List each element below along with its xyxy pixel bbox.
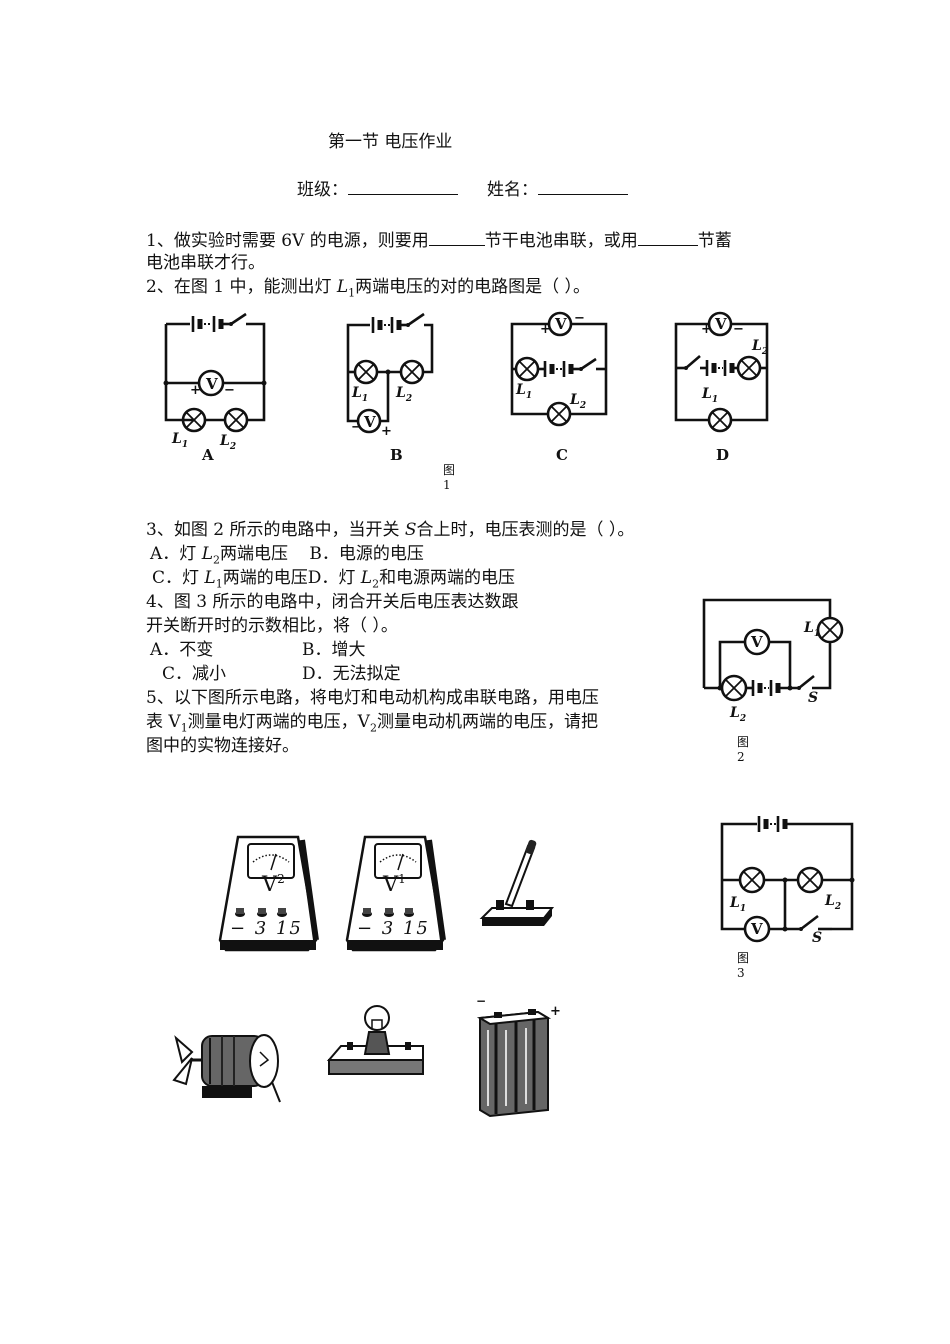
q3-option-c[interactable]: C．灯 L1两端的电压 [152,568,308,591]
q1-blank-2[interactable] [637,227,698,246]
q4-option-d[interactable]: D．无法拟定 [302,664,401,684]
q4-option-b[interactable]: B．增大 [302,640,366,660]
v1-scale: − 3 15 [357,918,430,939]
question-5: 5、以下图所示电路，将电灯和电动机构成串联电路，用电压 [146,688,599,708]
plus-a: + [190,383,201,398]
minus-b: − [351,420,362,435]
q3-option-a[interactable]: A．灯 L2两端电压 [150,544,288,567]
bulb-on-base-icon[interactable] [326,998,427,1083]
label-l2-c: L2 [570,392,587,411]
name-label: 姓名： [487,180,538,200]
fig3-meter-v: V [751,920,763,938]
v2-label: V2 [262,872,285,896]
figure-3 [720,816,855,943]
fig2-label-l1: L1 [804,620,821,639]
voltmeter-v2[interactable]: V2 − 3 15 [218,832,319,952]
circuit-c [510,311,608,427]
plus-d: + [701,322,712,337]
fig2-label-l2: L2 [730,705,747,724]
circuit-b [346,312,434,434]
q2-sub: 1 [348,286,356,300]
figure-2 [702,598,844,702]
v2-scale: − 3 15 [230,918,303,939]
label-l2-a: L2 [220,433,237,452]
q4-option-c[interactable]: C．减小 [162,664,227,684]
label-l1-a: L1 [172,431,189,450]
meter-v-a: V [206,375,218,393]
meter-v-d: V [715,315,727,333]
q3-text-end: 合上时，电压表测的是（ ）。 [416,520,635,540]
fig3-label-l1: L1 [730,895,747,914]
label-l1-c: L1 [516,382,533,401]
question-4-line2: 开关断开时的示数相比，将（ ）。 [146,616,398,636]
fig2-meter-v: V [751,633,763,651]
q1-text-3: 节蓄 [697,231,732,251]
name-blank[interactable] [538,176,628,195]
question-4: 4、图 3 所示的电路中，闭合开关后电压表达数跟 [146,592,519,612]
class-field: 班级： [297,176,458,202]
question-5-line2: 表 V1测量电灯两端的电压，V2测量电动机两端的电压，请把 [146,712,598,735]
option-c-label: C [556,446,568,464]
option-d-label: D [716,446,730,464]
figure-1-caption: 图 1 [443,463,456,492]
page-title: 第一节 电压作业 [328,132,453,152]
q1-text-2: 节干电池串联，或用 [484,231,638,251]
option-a-label: A [202,446,214,464]
figure-1 [163,311,769,434]
label-l2-b: L2 [396,385,413,404]
battery-minus: − [476,994,487,1008]
question-5-line3: 图中的实物连接好。 [146,736,299,756]
question-3: 3、如图 2 所示的电路中，当开关 S合上时，电压表测的是（ ）。 [146,518,634,542]
battery-pack-icon [476,1009,552,1118]
q3-var: S [404,520,417,540]
name-field: 姓名： [487,176,628,202]
q2-text: 2、在图 1 中，能测出灯 [146,277,337,297]
voltmeter-v2-icon [218,835,319,952]
q4-option-a[interactable]: A．不变 [150,640,214,660]
voltmeter-v1[interactable]: V1 − 3 15 [345,832,446,952]
fig3-label-s: S [812,930,823,946]
battery-pack[interactable]: − + [472,994,562,1118]
knife-switch-icon[interactable] [478,822,558,932]
q2-text-end: 两端电压的对的电路图是（ ）。 [355,277,591,297]
q3-options-row2: C．灯 L1两端的电压D．灯 L2和电源两端的电压 [152,566,515,596]
meter-v-c: V [555,315,567,333]
option-b-label: B [390,446,403,464]
label-l1-d: L1 [702,386,719,405]
fig2-label-s: S [808,690,819,706]
fig3-label-l2: L2 [825,893,842,912]
motor-icon[interactable] [172,1022,287,1107]
plus-b: + [381,424,392,439]
q1-blank-1[interactable] [428,227,485,246]
q1-text-1: 1、做实验时需要 6V 的电源，则要用 [146,231,429,251]
label-l1-b: L1 [352,385,369,404]
q3-options-row1: A．灯 L2两端电压 B．电源的电压 [150,542,424,572]
q3-option-b[interactable]: B．电源的电压 [309,544,424,564]
label-l2-d: L2 [752,338,769,357]
minus-a: − [224,383,235,398]
circuit-d [674,311,769,433]
question-1-line2: 电池串联才行。 [146,253,265,273]
plus-c: + [540,322,551,337]
class-blank[interactable] [348,176,458,195]
q3-option-d[interactable]: D．灯 L2和电源两端的电压 [307,568,516,591]
minus-d: − [733,322,744,337]
figure-2-caption: 图 2 [737,735,750,764]
minus-c: − [574,311,585,326]
q2-var: L [336,277,349,297]
question-1: 1、做实验时需要 6V 的电源，则要用 节干电池串联，或用 节蓄 [146,227,732,253]
circuit-a [163,312,267,433]
class-label: 班级： [297,180,348,200]
figure-3-caption: 图 3 [737,951,750,980]
battery-plus: + [550,1004,561,1019]
voltmeter-v1-icon [345,835,446,952]
v1-label: V1 [383,872,406,896]
meter-v-b: V [364,413,376,431]
question-2: 2、在图 1 中，能测出灯 L1两端电压的对的电路图是（ ）。 [146,275,590,305]
q3-text: 3、如图 2 所示的电路中，当开关 [146,520,405,540]
